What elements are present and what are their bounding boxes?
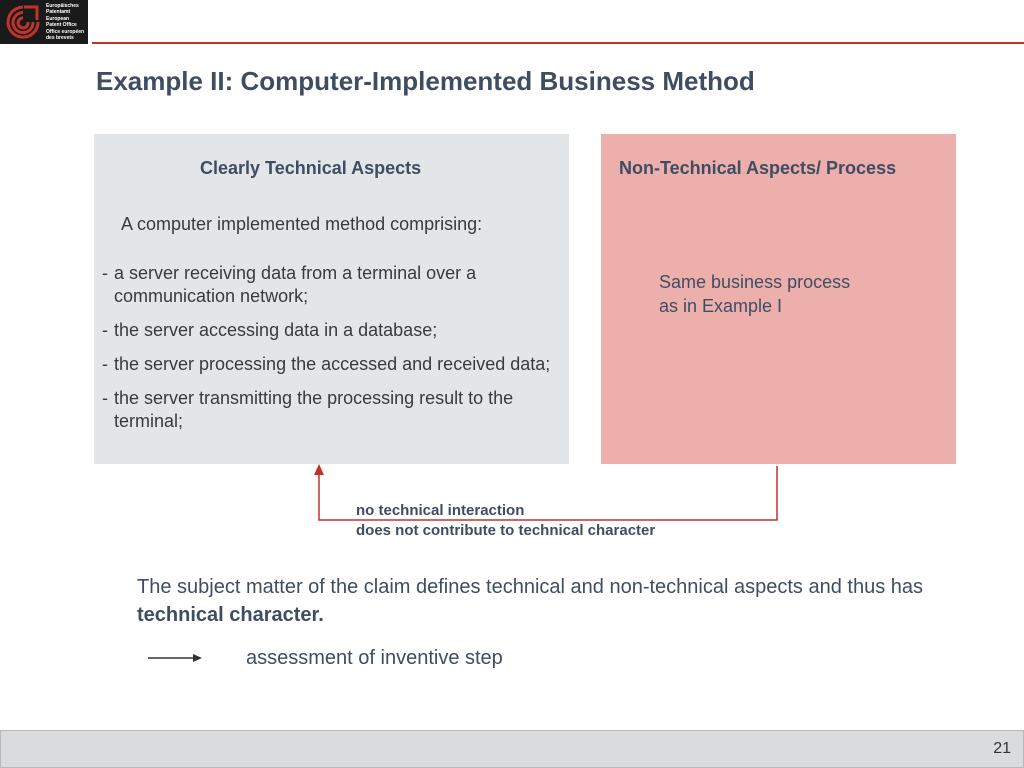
conclusion-body: The subject matter of the claim defines … <box>137 576 924 598</box>
dash-bullet: - <box>102 320 108 340</box>
method-step-text: the server transmitting the processing r… <box>114 388 514 431</box>
epo-logo-text: Europäisches Patentamt European Patent O… <box>46 3 85 41</box>
right-arrow-icon <box>148 654 202 662</box>
technical-aspects-heading: Clearly Technical Aspects <box>200 158 422 178</box>
business-process-note: Same business process as in Example I <box>659 270 899 318</box>
epo-logo: Europäisches Patentamt European Patent O… <box>0 0 88 44</box>
technical-aspects-panel: Clearly Technical Aspects A computer imp… <box>94 134 569 464</box>
page-number: 21 <box>993 740 1011 757</box>
connector-note-line: no technical interaction <box>356 502 525 519</box>
epo-emblem-icon <box>6 5 40 39</box>
footer-bar: 21 <box>0 730 1024 768</box>
method-step: - a server receiving data from a termina… <box>102 262 562 308</box>
method-step: - the server transmitting the processing… <box>102 387 562 433</box>
next-step-label: assessment of inventive step <box>246 647 503 669</box>
non-technical-aspects-panel: Non-Technical Aspects/ Process Same busi… <box>601 134 956 464</box>
conclusion-emphasis: technical character. <box>137 604 324 626</box>
method-intro: A computer implemented method comprising… <box>121 214 483 234</box>
header-divider <box>92 42 1024 44</box>
business-process-line: as in Example I <box>659 296 783 316</box>
method-step-list: - a server receiving data from a termina… <box>102 262 562 433</box>
business-process-line: Same business process <box>659 272 851 292</box>
connector-note-line: does not contribute to technical charact… <box>356 522 656 539</box>
dash-bullet: - <box>102 388 108 408</box>
dash-bullet: - <box>102 263 108 283</box>
method-step: - the server accessing data in a databas… <box>102 319 562 342</box>
method-step: - the server processing the accessed and… <box>102 353 562 376</box>
method-step-text: the server accessing data in a database; <box>114 320 438 340</box>
method-step-text: a server receiving data from a terminal … <box>114 263 477 306</box>
page-title: Example II: Computer-Implemented Busines… <box>96 66 755 96</box>
connector-note: no technical interaction does not contri… <box>356 501 655 541</box>
dash-bullet: - <box>102 354 108 374</box>
connector-arrowhead-icon <box>314 464 324 475</box>
method-step-text: the server processing the accessed and r… <box>114 354 551 374</box>
non-technical-aspects-heading: Non-Technical Aspects/ Process <box>619 158 897 178</box>
conclusion-text: The subject matter of the claim defines … <box>137 573 957 629</box>
